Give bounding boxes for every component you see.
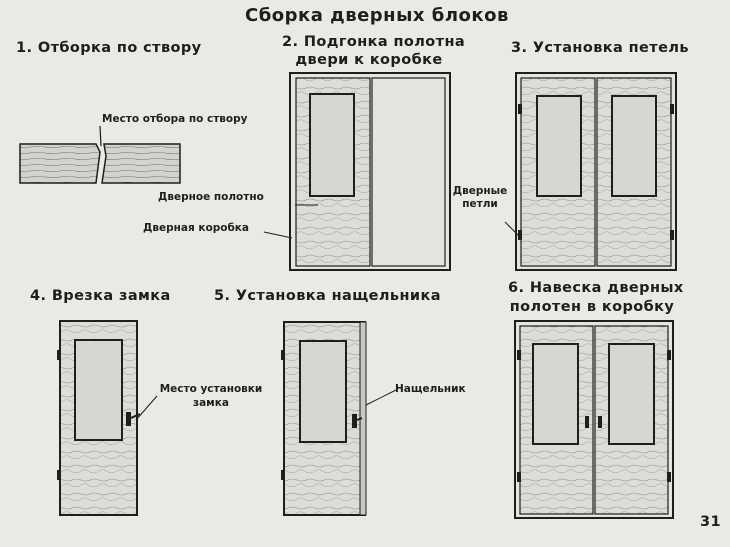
hanging-door-drawing xyxy=(514,320,674,519)
lock-door-drawing xyxy=(57,320,158,516)
door-frame-label: Дверная коробка xyxy=(143,222,249,234)
step-5-heading: 5. Установка нащельника xyxy=(214,288,441,304)
rebate-place-label: Место отбора по створу xyxy=(102,113,248,125)
step-6-heading-line2: полотен в коробку xyxy=(509,299,675,315)
rebate-plank-drawing xyxy=(19,125,181,184)
hinges-door-drawing xyxy=(504,72,677,271)
hinges-label-line2: петли xyxy=(462,198,498,210)
lock-place-label-line1: Место установки xyxy=(159,383,263,395)
step-2-heading-line1: 2. Подгонка полотна xyxy=(282,34,466,50)
step-3-heading: 3. Установка петель xyxy=(511,40,689,56)
batten-door-drawing xyxy=(281,321,397,516)
lock-place-label-line2: замка xyxy=(193,397,229,409)
hinges-label-line1: Дверные xyxy=(452,185,508,197)
door-leaf-label: Дверное полотно xyxy=(158,191,264,203)
step-2-heading-line2: двери к коробке xyxy=(295,52,443,68)
fitting-door-drawing xyxy=(263,72,451,271)
step-4-heading: 4. Врезка замка xyxy=(30,288,171,304)
step-6-heading-line1: 6. Навеска дверных xyxy=(508,280,684,296)
step-1-heading: 1. Отборка по створу xyxy=(16,40,202,56)
page-number: 31 xyxy=(700,514,721,530)
batten-label: Нащельник xyxy=(395,383,466,395)
diagram-title: Сборка дверных блоков xyxy=(245,5,509,26)
